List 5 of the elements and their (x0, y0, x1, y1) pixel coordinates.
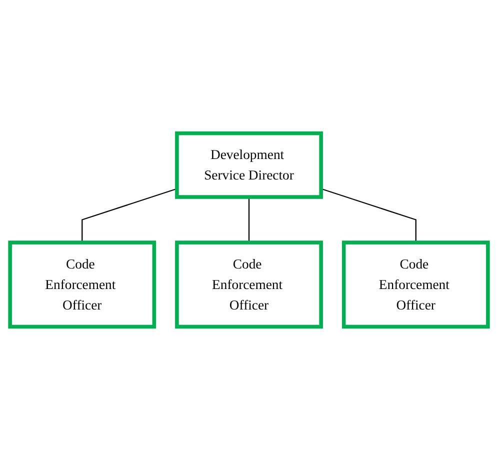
node-box: Code Enforcement Officer (8, 240, 156, 328)
node-box: Development Service Director (175, 130, 323, 198)
node-box: Code Enforcement Officer (175, 240, 323, 328)
connector (248, 196, 250, 242)
node-box: Code Enforcement Officer (342, 240, 490, 328)
